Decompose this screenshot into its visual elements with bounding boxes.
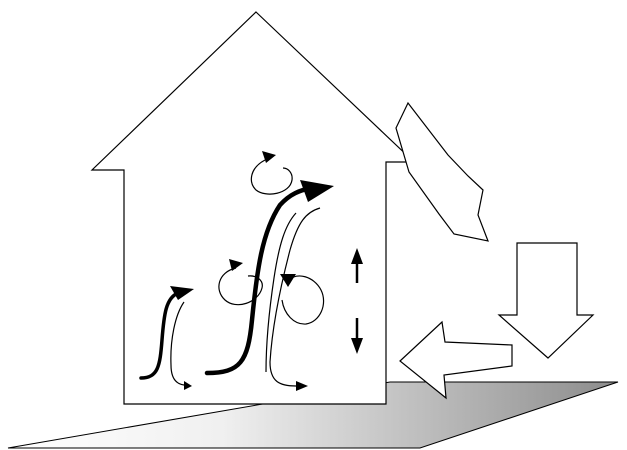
large-rising-air-arrow <box>204 180 334 391</box>
large-rising-arrowhead <box>300 180 334 202</box>
incoming-diagonal-arrow <box>395 101 489 242</box>
leftward-block-arrow <box>399 320 513 400</box>
small-rising-air-arrow <box>139 286 194 390</box>
up-arrow <box>351 248 363 283</box>
down-arrow <box>351 318 363 354</box>
house-outline <box>90 11 416 405</box>
downward-block-arrow <box>497 242 595 359</box>
swirl-arrow <box>218 151 325 325</box>
small-rising-arrowhead <box>170 286 194 300</box>
